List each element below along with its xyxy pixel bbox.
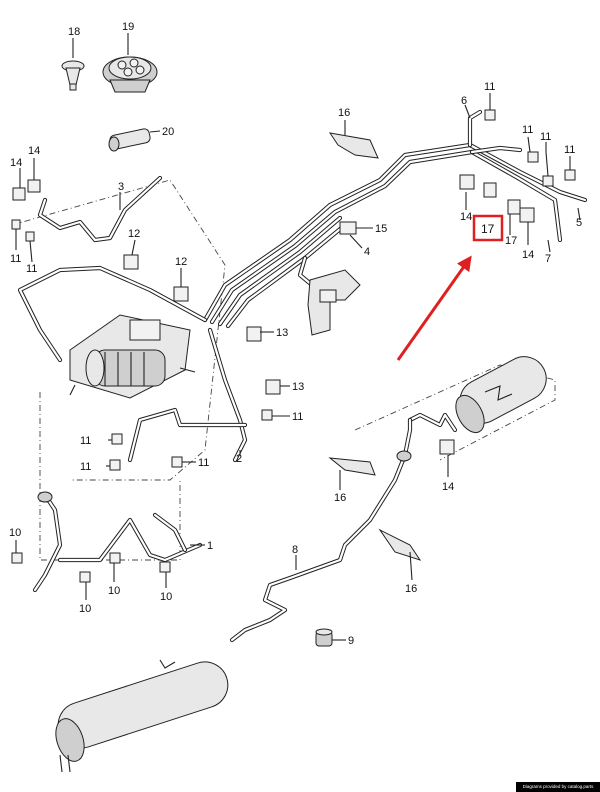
callout-11-f: 11 — [198, 457, 209, 469]
clips — [11, 109, 576, 583]
callout-7: 7 — [545, 253, 551, 265]
callout-9: 9 — [348, 635, 354, 647]
callout-18: 18 — [68, 26, 80, 38]
cap-part-9 — [315, 628, 333, 647]
callout-4: 4 — [364, 246, 370, 258]
highlight-arrow — [396, 255, 472, 361]
line-2 — [127, 407, 248, 463]
callout-11-b: 11 — [26, 263, 37, 275]
credit-bar: Diagrams provided by catalog.parts — [516, 782, 600, 792]
callout-16-b: 16 — [334, 492, 346, 504]
callout-11-d: 11 — [80, 435, 91, 447]
leader-lines — [15, 33, 581, 641]
air-reservoir-upper — [455, 356, 547, 434]
callout-11-h: 11 — [522, 124, 533, 136]
callout-16-c: 16 — [405, 583, 417, 595]
callout-8: 8 — [292, 544, 298, 556]
highlight-frame — [472, 214, 504, 242]
callout-13-a: 13 — [276, 327, 288, 339]
callout-10-b: 10 — [79, 603, 91, 615]
line-8 — [229, 412, 458, 643]
callout-20: 20 — [162, 126, 174, 138]
callout-1: 1 — [207, 540, 213, 552]
callout-14-d: 14 — [522, 249, 534, 261]
callout-13-b: 13 — [292, 381, 304, 393]
callout-11-a: 11 — [10, 253, 21, 265]
callout-6: 6 — [461, 95, 467, 107]
callout-10-c: 10 — [108, 585, 120, 597]
callout-2: 2 — [236, 453, 242, 465]
callout-11-e: 11 — [80, 461, 91, 473]
line-1 — [32, 492, 203, 593]
main-line-bundle — [202, 109, 588, 329]
air-reservoir-lower — [55, 659, 229, 773]
air-compressor — [69, 314, 196, 399]
callout-12-a: 12 — [128, 228, 140, 240]
grommet-part-19 — [102, 56, 158, 93]
part-17-highlight: 17 — [396, 214, 504, 361]
callout-16-a: 16 — [338, 107, 350, 119]
compressor-loop-line — [17, 265, 248, 463]
callout-14-c: 14 — [460, 211, 472, 223]
callout-14-b: 14 — [28, 145, 40, 157]
callout-14-e: 14 — [442, 481, 454, 493]
callout-17-highlighted: 17 — [481, 222, 495, 236]
callout-19: 19 — [122, 21, 134, 33]
callout-14-a: 14 — [10, 157, 22, 169]
callout-5: 5 — [576, 217, 582, 229]
callout-10-a: 10 — [9, 527, 21, 539]
callout-3: 3 — [118, 181, 124, 193]
callout-15: 15 — [375, 223, 387, 235]
callout-17-b: 17 — [505, 235, 517, 247]
callout-11-j: 11 — [564, 144, 575, 156]
callout-10-d: 10 — [160, 591, 172, 603]
union-part-20 — [108, 128, 151, 152]
callout-12-b: 12 — [175, 256, 187, 268]
plug-part-18 — [61, 60, 85, 91]
callout-11-g: 11 — [484, 81, 495, 93]
line-3 — [37, 175, 163, 243]
callout-11-c: 11 — [292, 411, 303, 423]
callout-11-i: 11 — [540, 131, 551, 143]
callout-labels: 18 19 20 3 14 14 11 11 12 12 13 13 11 11… — [9, 21, 582, 647]
mounting-bracket — [307, 269, 361, 336]
